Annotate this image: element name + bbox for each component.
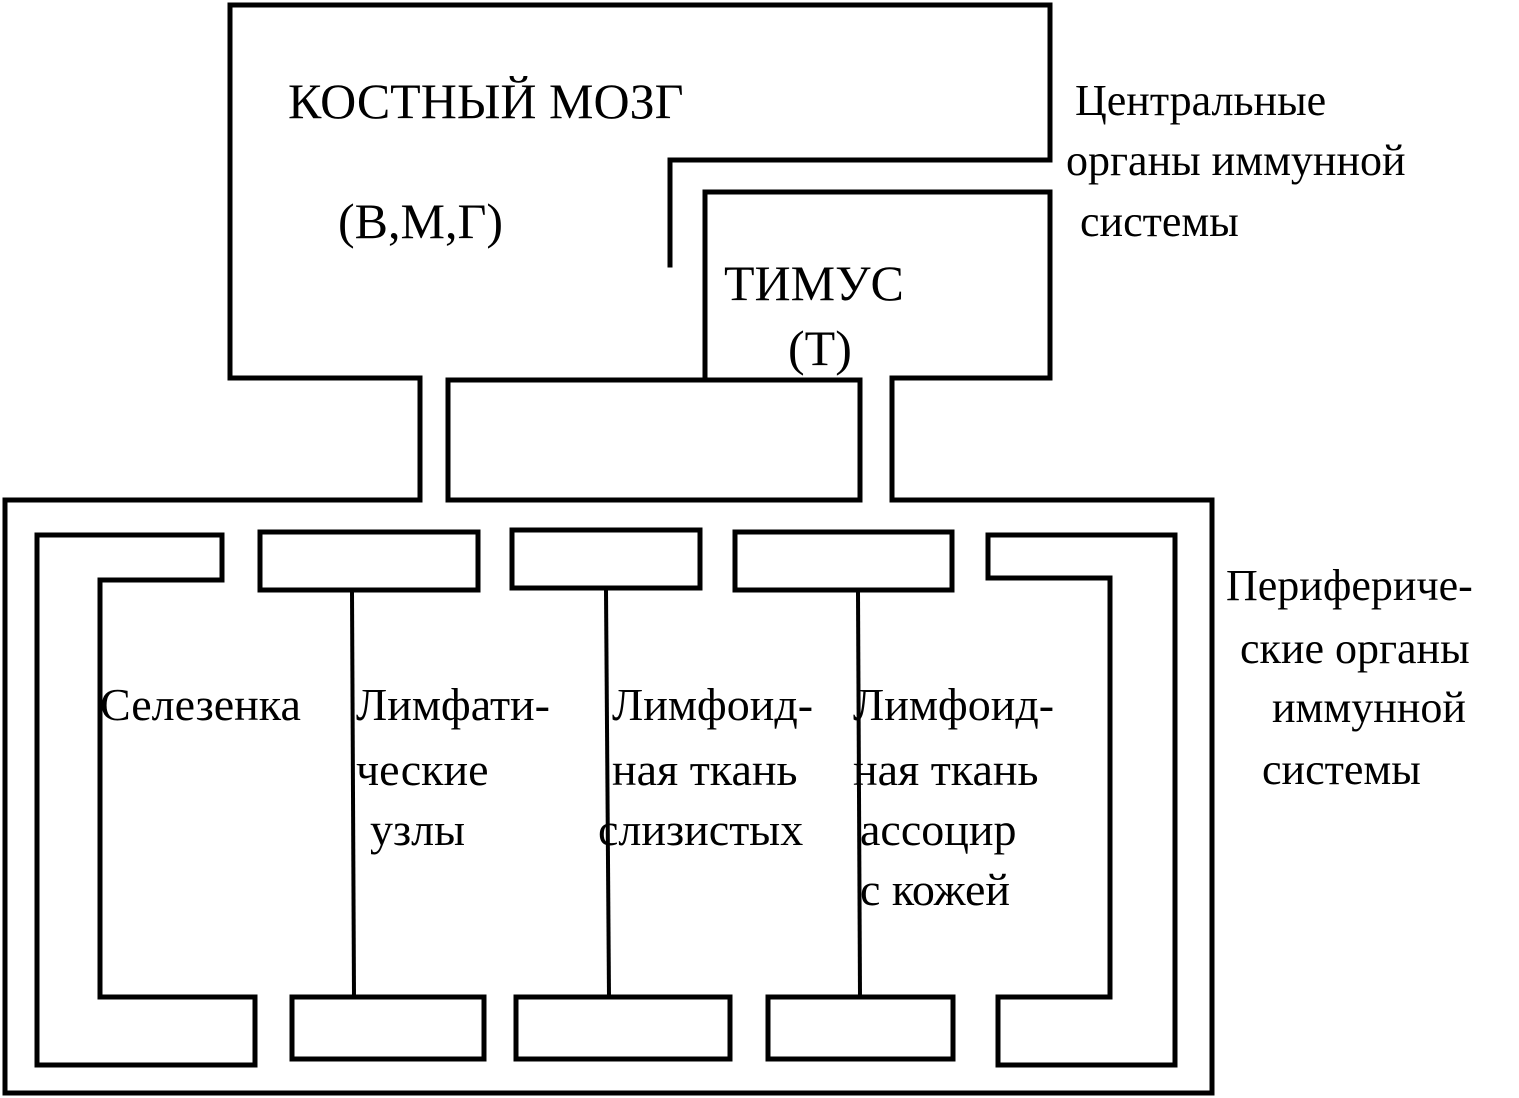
central-connector: [445, 377, 863, 503]
organ-spleen-line-1: Селезенка: [100, 679, 301, 730]
thymus-cells: (Т): [788, 320, 852, 376]
bone-marrow-title: КОСТНЫЙ МОЗГ: [288, 73, 684, 129]
organ-spleen: Селезенка: [100, 679, 301, 730]
bottom-bar-2: [513, 994, 733, 1062]
peripheral-outer-frame: [2, 497, 1215, 1096]
column-divider-1: [349, 589, 357, 1000]
organ-skin-lymphoid-tissue: Лимфоид- ная ткань ассоцир с кожей: [853, 679, 1054, 915]
bone-marrow-cells: (В,М,Г): [338, 193, 503, 249]
central-organs-caption: Центральные органы иммунной системы: [1066, 76, 1406, 246]
organ-lymph-nodes: Лимфати- ческие узлы: [356, 679, 550, 855]
peripheral-caption-line-4: системы: [1262, 745, 1421, 794]
top-bar-1: [257, 529, 481, 593]
bottom-bar-1: [289, 994, 487, 1062]
organ-skin-line-2: ная ткань: [853, 744, 1038, 795]
organ-skin-line-3: ассоцир: [860, 804, 1017, 855]
organ-mucosal-line-3: слизистых: [598, 804, 803, 855]
inner-frame-left-bracket: [34, 532, 258, 1068]
top-bar-3: [732, 529, 955, 593]
inner-frame-right-bracket: [985, 532, 1178, 1068]
central-caption-line-3: системы: [1080, 197, 1239, 246]
organ-lymph-nodes-line-2: ческие: [356, 744, 489, 795]
organ-lymph-nodes-line-1: Лимфати-: [356, 679, 550, 730]
central-caption-line-2: органы иммунной: [1066, 136, 1406, 185]
column-divider-2: [603, 587, 612, 1000]
bottom-bar-3: [765, 994, 956, 1062]
column-divider-3: [855, 589, 863, 1000]
organ-mucosal-line-2: ная ткань: [612, 744, 797, 795]
central-caption-line-1: Центральные: [1075, 76, 1326, 125]
peripheral-caption-line-3: иммунной: [1272, 683, 1466, 732]
organ-lymph-nodes-line-3: узлы: [370, 804, 465, 855]
peripheral-caption-line-2: ские органы: [1240, 624, 1470, 673]
peripheral-organs-caption: Периферичe- ские органы иммунной системы: [1226, 561, 1473, 794]
organ-mucosal-lymphoid-tissue: Лимфоид- ная ткань слизистых: [598, 679, 813, 855]
thymus-box: [702, 189, 1053, 503]
bone-marrow-box: [227, 2, 1053, 503]
thymus-title: ТИМУС: [724, 255, 904, 311]
organ-skin-line-1: Лимфоид-: [853, 679, 1054, 730]
top-bar-2: [509, 527, 703, 591]
peripheral-caption-line-1: Периферичe-: [1226, 561, 1473, 610]
organ-skin-line-4: с кожей: [860, 864, 1010, 915]
organ-mucosal-line-1: Лимфоид-: [612, 679, 813, 730]
